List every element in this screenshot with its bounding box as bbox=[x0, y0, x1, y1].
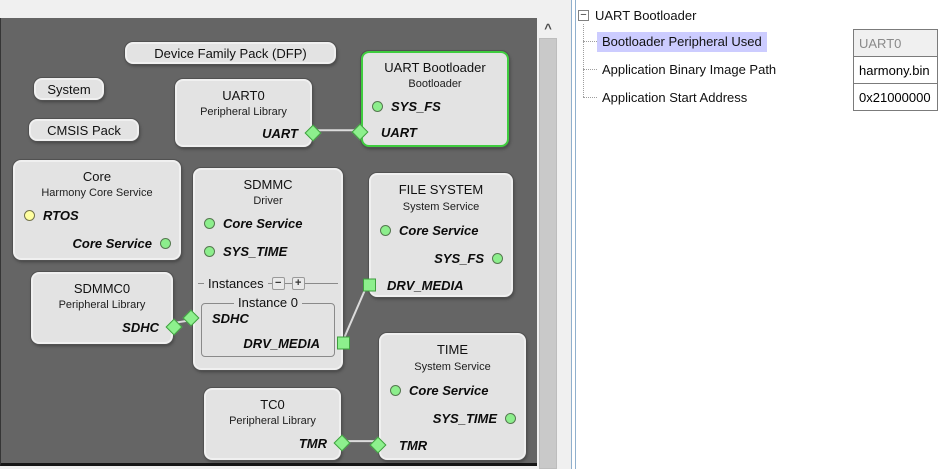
block-time[interactable]: TIME System Service Core Service SYS_TIM… bbox=[369, 333, 526, 460]
block-subtitle: Harmony Core Service bbox=[41, 187, 153, 199]
application-start-address-input[interactable] bbox=[853, 83, 938, 111]
block-device-family-pack[interactable]: Device Family Pack (DFP) bbox=[125, 42, 336, 64]
port-label-core-service: Core Service bbox=[223, 216, 303, 231]
block-uart0[interactable]: UART0 Peripheral Library UART bbox=[175, 79, 322, 147]
tag-label: CMSIS Pack bbox=[47, 122, 121, 138]
port-label-drv-media: DRV_MEDIA bbox=[243, 335, 320, 351]
property-row-bootloader-peripheral-used[interactable]: Bootloader Peripheral Used bbox=[583, 30, 767, 53]
block-title: UART Bootloader bbox=[384, 60, 486, 75]
port-label-core-service: Core Service bbox=[409, 383, 489, 398]
uart-dependency-connector-icon[interactable] bbox=[351, 123, 369, 141]
sys-time-status-icon bbox=[505, 412, 516, 424]
property-row-application-binary-image-path[interactable]: Application Binary Image Path bbox=[583, 58, 781, 81]
scrollbar-thumb[interactable] bbox=[539, 38, 557, 469]
pane-divider[interactable] bbox=[571, 0, 576, 469]
sdhc-capability-connector-icon[interactable] bbox=[165, 318, 183, 336]
add-instance-button[interactable]: + bbox=[291, 276, 305, 290]
property-row-application-start-address[interactable]: Application Start Address bbox=[583, 86, 752, 109]
block-title: TIME bbox=[436, 342, 469, 357]
uart-dependency-connector-icon[interactable] bbox=[304, 124, 322, 142]
tree-collapse-icon[interactable]: − bbox=[578, 9, 589, 21]
block-system[interactable]: System bbox=[34, 78, 104, 100]
block-file-system[interactable]: FILE SYSTEM System Service Core Service … bbox=[363, 173, 513, 297]
port-label-uart: UART bbox=[381, 124, 417, 140]
block-sdmmc[interactable]: SDMMC Driver Core Service SYS_TIME Insta… bbox=[182, 168, 350, 370]
block-subtitle: Peripheral Library bbox=[229, 415, 316, 427]
port-label-uart: UART bbox=[262, 125, 298, 141]
block-uart-bootloader[interactable]: UART Bootloader Bootloader SYS_FS UART bbox=[351, 51, 509, 147]
port-label-sdhc: SDHC bbox=[212, 310, 249, 326]
port-label-rtos: RTOS bbox=[43, 208, 79, 223]
core-service-status-icon bbox=[380, 225, 391, 236]
port-label-tmr: TMR bbox=[399, 437, 428, 453]
port-label-drv-media: DRV_MEDIA bbox=[387, 277, 464, 293]
block-title: TC0 bbox=[260, 397, 285, 412]
property-label: Bootloader Peripheral Used bbox=[597, 31, 767, 52]
port-label-sys-fs: SYS_FS bbox=[434, 250, 484, 266]
tmr-capability-connector-icon[interactable] bbox=[333, 434, 351, 452]
block-title: UART0 bbox=[222, 88, 265, 103]
remove-instance-button[interactable]: − bbox=[271, 276, 285, 290]
port-label-core-service: Core Service bbox=[72, 235, 153, 251]
canvas-vertical-scrollbar[interactable]: ^ bbox=[538, 18, 558, 469]
block-subtitle: Peripheral Library bbox=[200, 106, 287, 118]
sys-time-status-icon bbox=[204, 245, 215, 257]
core-service-status-icon bbox=[204, 218, 215, 229]
bootloader-peripheral-used-value[interactable] bbox=[853, 29, 938, 57]
drv-media-capability-connector-icon[interactable] bbox=[337, 336, 350, 350]
sdhc-dependency-connector-icon[interactable] bbox=[182, 309, 200, 327]
block-cmsis-pack[interactable]: CMSIS Pack bbox=[29, 119, 139, 141]
core-service-status-icon bbox=[160, 237, 171, 249]
tree-connector bbox=[583, 69, 597, 70]
project-graph-canvas[interactable]: Device Family Pack (DFP) System CMSIS Pa… bbox=[0, 18, 537, 466]
block-core[interactable]: Core Harmony Core Service RTOS Core Serv… bbox=[13, 160, 181, 260]
sys-fs-status-icon bbox=[492, 252, 503, 264]
block-tc0[interactable]: TC0 Peripheral Library TMR bbox=[204, 388, 351, 460]
instance-0-group: Instance 0 SDHC DRV_MEDIA bbox=[182, 295, 350, 357]
instance-0-label: Instance 0 bbox=[234, 295, 302, 310]
tree-connector bbox=[583, 97, 597, 98]
sys-fs-status-icon bbox=[372, 100, 383, 112]
core-service-status-icon bbox=[390, 385, 401, 396]
application-binary-image-path-input[interactable] bbox=[853, 56, 938, 84]
drv-media-dependency-connector-icon[interactable] bbox=[363, 278, 376, 292]
block-title: SDMMC0 bbox=[73, 281, 131, 296]
port-label-sys-time: SYS_TIME bbox=[223, 243, 288, 259]
property-label: Application Start Address bbox=[602, 89, 748, 105]
scroll-up-icon[interactable]: ^ bbox=[544, 20, 552, 36]
port-label-tmr: TMR bbox=[298, 435, 327, 451]
port-label-sys-fs: SYS_FS bbox=[391, 98, 441, 114]
port-label-sdhc: SDHC bbox=[122, 319, 159, 335]
tree-root-label: UART Bootloader bbox=[595, 7, 697, 23]
tag-label: Device Family Pack (DFP) bbox=[154, 45, 307, 61]
port-label-core-service: Core Service bbox=[399, 223, 479, 238]
block-subtitle: System Service bbox=[414, 361, 491, 373]
block-subtitle: Bootloader bbox=[408, 78, 462, 90]
block-subtitle: Driver bbox=[253, 195, 283, 207]
property-label: Application Binary Image Path bbox=[602, 61, 777, 77]
block-subtitle: System Service bbox=[402, 201, 480, 213]
tmr-dependency-connector-icon[interactable] bbox=[369, 436, 387, 454]
port-label-sys-time: SYS_TIME bbox=[432, 410, 497, 426]
block-subtitle: Peripheral Library bbox=[58, 299, 146, 311]
tree-connector bbox=[583, 41, 597, 42]
properties-pane: − UART Bootloader Bootloader Peripheral … bbox=[577, 0, 940, 469]
instances-header: Instances − + bbox=[198, 275, 338, 291]
rtos-status-icon bbox=[24, 210, 35, 221]
block-title: SDMMC bbox=[243, 177, 293, 192]
tree-branch-line bbox=[583, 24, 584, 97]
block-title: Core bbox=[82, 169, 112, 184]
block-sdmmc0[interactable]: SDMMC0 Peripheral Library SDHC bbox=[31, 272, 183, 344]
instances-label: Instances bbox=[208, 275, 264, 291]
block-title: FILE SYSTEM bbox=[398, 182, 484, 197]
tag-label: System bbox=[47, 81, 91, 97]
tree-node-uart-bootloader[interactable]: − UART Bootloader bbox=[578, 6, 696, 24]
